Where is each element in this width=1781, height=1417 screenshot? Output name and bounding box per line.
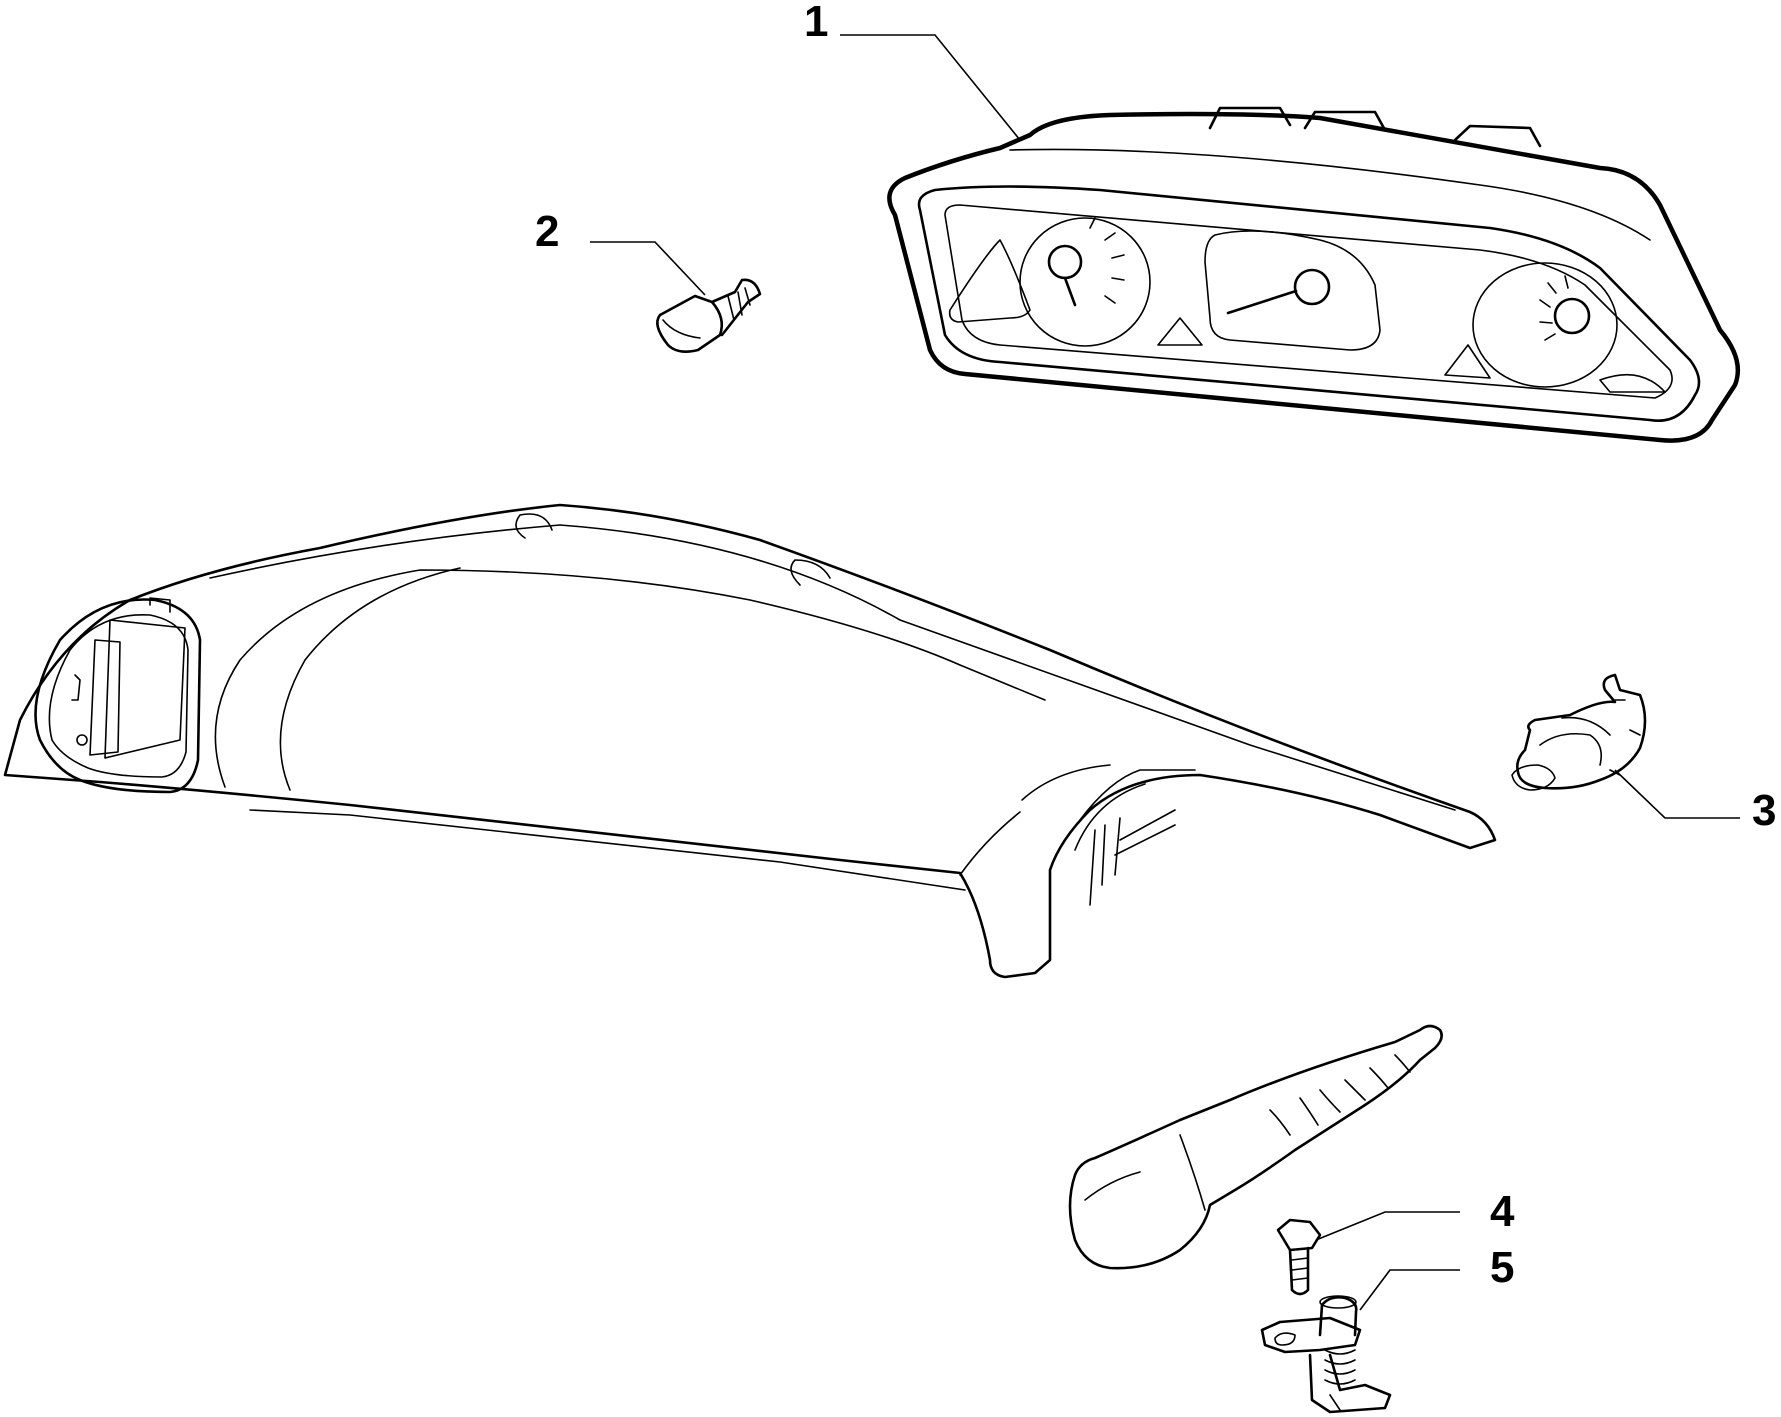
leader-line-4 [1315, 1211, 1460, 1241]
small-bolt[interactable] [1276, 1218, 1322, 1296]
callout-2: 2 [535, 207, 559, 256]
spring-plunger-bracket[interactable] [1260, 1295, 1392, 1414]
bulb-holder[interactable] [1511, 673, 1647, 791]
dashboard-trim-panel[interactable] [3, 503, 1497, 979]
instrument-cluster[interactable] [887, 106, 1741, 443]
leader-line-5 [1359, 1269, 1460, 1311]
callout-5: 5 [1490, 1243, 1514, 1292]
leader-line-1 [840, 34, 1021, 141]
handbrake-lever-grip[interactable] [1068, 1024, 1443, 1270]
leader-line-2 [590, 241, 706, 296]
hex-bolt[interactable] [656, 278, 762, 353]
leader-line-3 [1614, 769, 1740, 819]
callout-3: 3 [1752, 786, 1776, 835]
callout-1: 1 [804, 0, 828, 46]
callout-4: 4 [1490, 1187, 1515, 1236]
